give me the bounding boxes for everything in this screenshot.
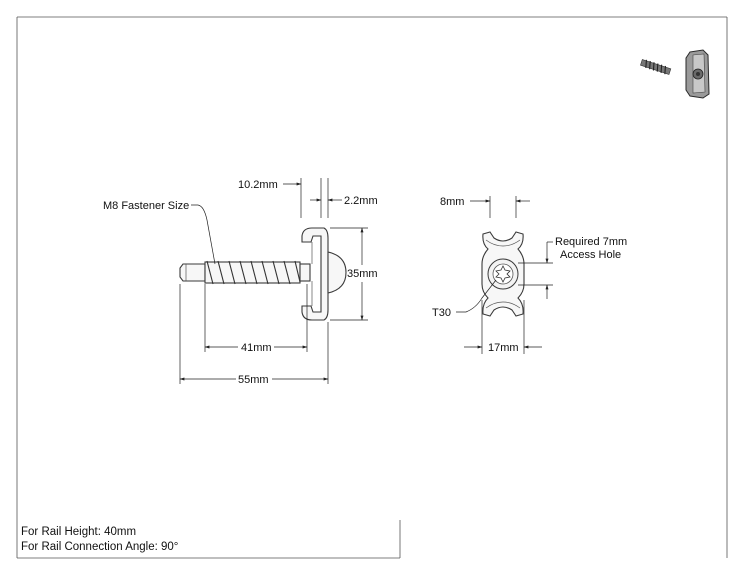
- note-rail-height: For Rail Height: 40mm: [21, 526, 136, 538]
- dimension-head-height: 35mm: [330, 227, 378, 321]
- dimension-slot-width: 8mm: [440, 196, 530, 218]
- plate-front-view: [481, 231, 525, 317]
- label-17mm: 17mm: [488, 342, 519, 354]
- dimension-thread-length: 41mm: [204, 284, 308, 354]
- dimension-plate-width: 17mm: [464, 300, 542, 354]
- dimension-overall-length: 55mm: [179, 284, 329, 386]
- screw-side-view: [179, 227, 347, 321]
- label-35mm: 35mm: [347, 268, 378, 280]
- label-required-hole: Required 7mm: [555, 236, 627, 248]
- label-10.2mm: 10.2mm: [238, 179, 278, 191]
- dimension-head-gap: 10.2mm: [238, 178, 322, 218]
- label-2.2mm: 2.2mm: [344, 195, 378, 207]
- thread-lines: [206, 260, 301, 285]
- label-55mm: 55mm: [238, 374, 269, 386]
- fastener-size-callout: M8 Fastener Size: [103, 200, 216, 265]
- isometric-thumbnail: [640, 49, 710, 99]
- label-8mm: 8mm: [440, 196, 464, 208]
- label-t30: T30: [432, 307, 451, 319]
- access-hole-callout: Required 7mm Access Hole: [518, 236, 627, 299]
- drawing-frame: [16, 16, 728, 559]
- dimension-head-thickness: 2.2mm: [310, 178, 378, 218]
- label-access-hole: Access Hole: [560, 249, 621, 261]
- note-rail-angle: For Rail Connection Angle: 90°: [21, 541, 178, 553]
- drive-callout: T30: [432, 279, 497, 319]
- label-41mm: 41mm: [241, 342, 272, 354]
- label-fastener-size: M8 Fastener Size: [103, 200, 189, 212]
